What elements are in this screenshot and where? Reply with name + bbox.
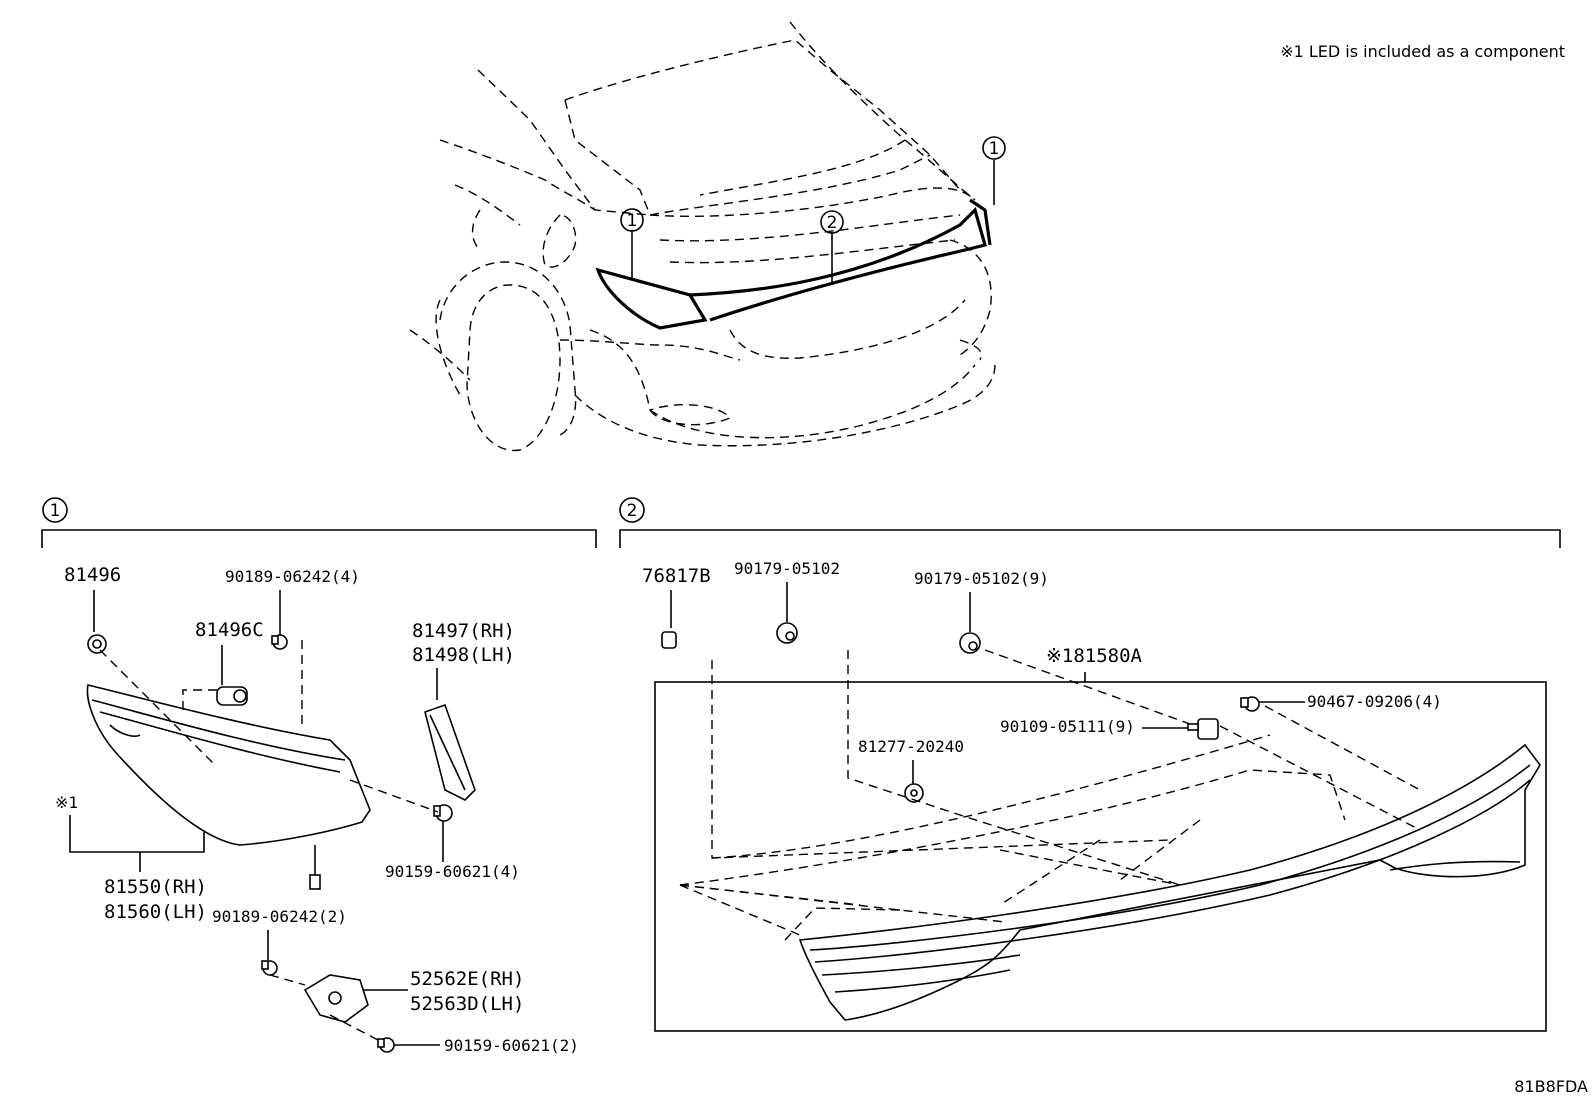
callout-1-left: 1 [627, 211, 638, 231]
part-76817b: 76817B [642, 565, 711, 587]
clip-icon [87, 634, 107, 654]
section-2: 2 76817B 90179-05102 90179-05102(9) ※181… [619, 497, 1561, 1032]
clip-icon [959, 632, 981, 654]
section-2-marker: 2 [627, 501, 638, 521]
section-1: 1 81496 90189-06242(4) 81496C 81497(RH) … [41, 497, 597, 1055]
bracket-icon [424, 703, 476, 801]
part-52563d: 52563D(LH) [410, 993, 524, 1015]
clip-icon [776, 622, 798, 644]
part-81498: 81498(LH) [412, 644, 515, 666]
screw-icon [1240, 696, 1260, 712]
socket-icon [216, 686, 248, 706]
part-90189-06242-2: 90189-06242(2) [212, 907, 347, 926]
part-81277-20240: 81277-20240 [858, 737, 964, 756]
led-note: ※1 LED is included as a component [1280, 42, 1565, 61]
part-90467-09206-4: 90467-09206(4) [1307, 692, 1442, 711]
clip-icon [661, 631, 677, 649]
part-led-note: ※1 [55, 793, 78, 812]
part-90179-05102-9: 90179-05102(9) [914, 569, 1049, 588]
callout-2: 2 [827, 213, 838, 233]
car-rear-illustration: 1 2 1 [409, 21, 1006, 452]
holder-icon [303, 974, 369, 1023]
part-81560: 81560(LH) [104, 901, 207, 923]
screw-icon [271, 634, 288, 650]
part-90189-06242-4: 90189-06242(4) [225, 567, 360, 586]
tail-lamp-outer [86, 684, 371, 890]
rear-garnish-lamp [798, 743, 1541, 1021]
screw-icon [433, 804, 453, 822]
screw-icon [377, 1037, 395, 1053]
part-90159-60621-2: 90159-60621(2) [444, 1036, 579, 1055]
section-1-marker: 1 [50, 501, 61, 521]
part-81497: 81497(RH) [412, 620, 515, 642]
diagram-id: 81B8FDA [1514, 1077, 1588, 1096]
part-81496c: 81496C [195, 619, 264, 641]
callout-1-right: 1 [989, 139, 1000, 159]
part-81550: 81550(RH) [104, 876, 207, 898]
part-90179-05102: 90179-05102 [734, 559, 840, 578]
clip-icon [904, 783, 924, 803]
nut-icon [1187, 718, 1219, 740]
part-90159-60621-4: 90159-60621(4) [385, 862, 520, 881]
part-81580a: ※181580A [1046, 645, 1143, 667]
part-52562e: 52562E(RH) [410, 968, 524, 990]
part-90109-05111-9: 90109-05111(9) [1000, 717, 1135, 736]
part-81496: 81496 [64, 564, 121, 586]
screw-icon [261, 960, 278, 976]
